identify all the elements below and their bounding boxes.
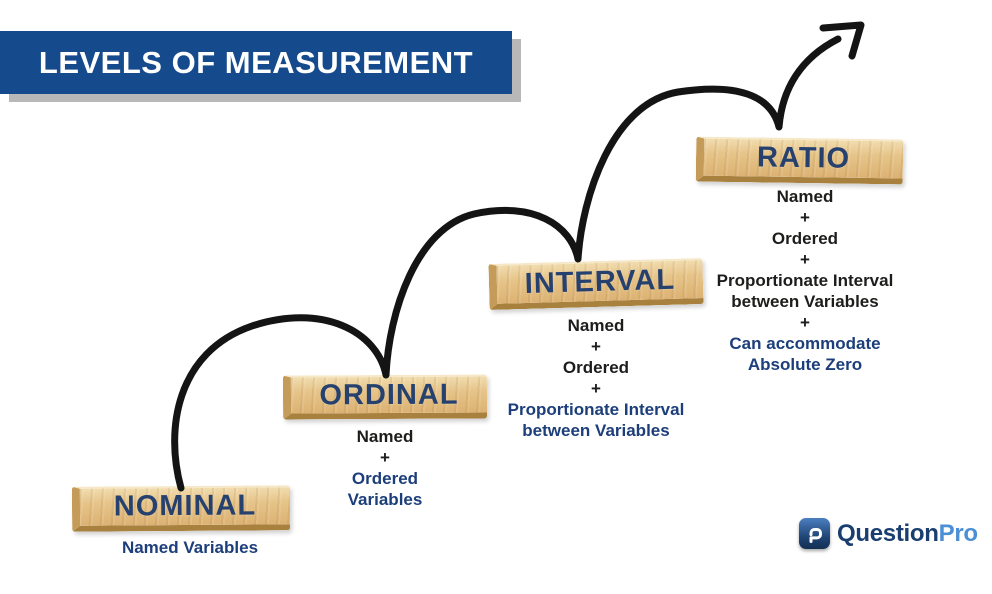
ratio-features: Named + Ordered + Proportionate Interval… bbox=[670, 186, 940, 375]
feature-line: Named bbox=[356, 427, 414, 446]
ordinal-features: Named + Ordered Variables bbox=[250, 426, 520, 510]
questionpro-icon bbox=[799, 518, 830, 549]
plus-separator: + bbox=[800, 313, 810, 332]
feature-line: Proportionate Interval bbox=[507, 400, 685, 419]
plus-separator: + bbox=[591, 337, 601, 356]
page-title: LEVELS OF MEASUREMENT bbox=[38, 44, 474, 80]
feature-line: Ordered bbox=[351, 469, 419, 488]
feature-line: Named Variables bbox=[121, 538, 259, 557]
interval-features: Named + Ordered + Proportionate Interval… bbox=[461, 315, 731, 441]
plus-separator: + bbox=[380, 448, 390, 467]
plus-separator: + bbox=[800, 208, 810, 227]
title-banner: LEVELS OF MEASUREMENT bbox=[0, 31, 512, 94]
feature-line: Proportionate Interval bbox=[716, 271, 894, 290]
nominal-features: Named Variables bbox=[55, 537, 325, 558]
questionpro-logo: QuestionPro bbox=[799, 518, 978, 549]
plus-separator: + bbox=[591, 379, 601, 398]
brand-secondary: Pro bbox=[938, 519, 978, 547]
feature-line: Can accommodate bbox=[729, 334, 881, 353]
brand-primary: Question bbox=[837, 519, 939, 547]
brand-wordmark: QuestionPro bbox=[837, 520, 978, 548]
plus-separator: + bbox=[800, 250, 810, 269]
feature-line: Absolute Zero bbox=[747, 355, 863, 374]
feature-line: Variables bbox=[347, 490, 423, 509]
feature-line: Ordered bbox=[562, 358, 630, 377]
feature-line: between Variables bbox=[731, 292, 879, 311]
feature-line: between Variables bbox=[522, 421, 670, 440]
feature-line: Named bbox=[567, 316, 625, 335]
feature-line: Named bbox=[776, 187, 834, 206]
feature-line: Ordered bbox=[771, 229, 839, 248]
